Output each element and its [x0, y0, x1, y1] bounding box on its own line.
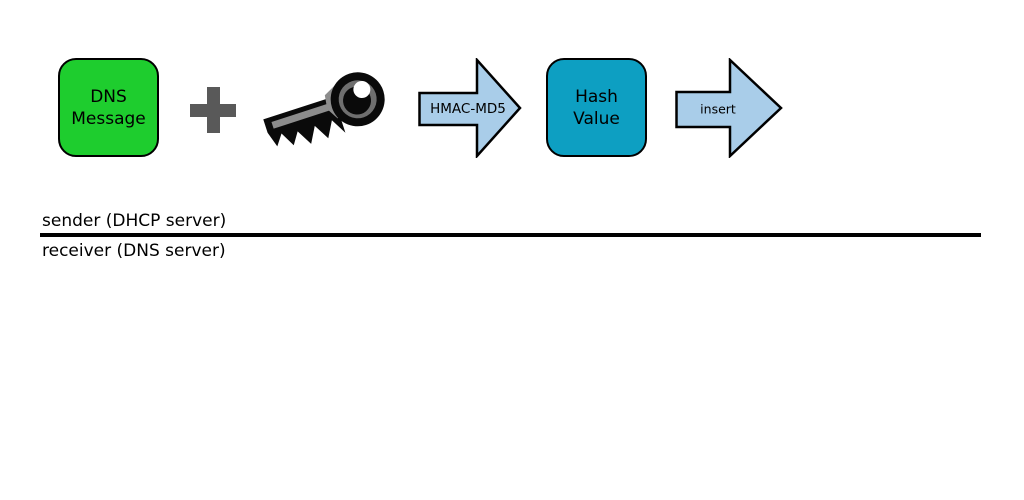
receiver-lane-label: receiver (DNS server)	[42, 241, 226, 261]
key-icon-svg	[263, 72, 385, 147]
plus-icon-vertical-bar	[206, 87, 220, 133]
key-icon	[260, 60, 390, 160]
hash-value-box: Hash Value	[546, 58, 647, 157]
dns-message-label-line2: Message	[71, 108, 146, 129]
hmac-md5-arrow-svg: HMAC-MD5	[418, 56, 522, 160]
dns-message-label-line1: DNS	[90, 86, 127, 107]
key-bow-hole	[353, 81, 371, 99]
hmac-md5-arrow-label: HMAC-MD5	[430, 101, 506, 117]
hmac-md5-arrow: HMAC-MD5	[418, 56, 522, 160]
insert-arrow-label: insert	[700, 102, 736, 117]
sender-lane-label: sender (DHCP server)	[42, 211, 227, 231]
hmac-md5-arrow-shape	[418, 56, 522, 160]
hash-value-label-line2: Value	[573, 108, 620, 129]
dns-message-box: DNS Message	[58, 58, 159, 157]
key-shaft-highlight	[271, 102, 335, 129]
insert-arrow-svg: insert	[675, 57, 783, 159]
plus-icon	[190, 87, 236, 133]
lane-divider-line	[40, 233, 981, 237]
insert-arrow: insert	[675, 57, 783, 159]
hash-value-label-line1: Hash	[575, 86, 618, 107]
insert-arrow-shape	[675, 57, 783, 159]
